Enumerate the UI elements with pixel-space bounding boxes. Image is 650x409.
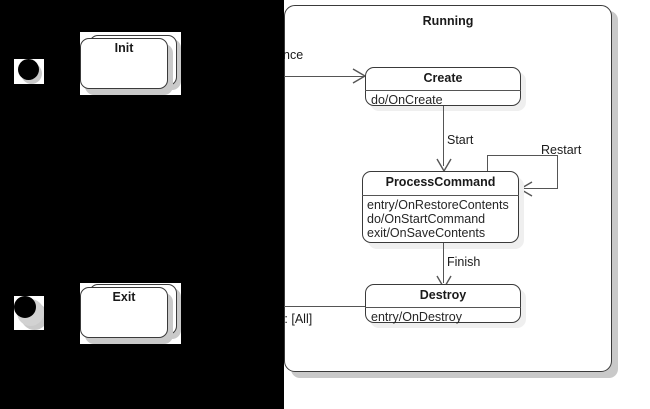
occlusion-mask-marker-bottom	[14, 330, 48, 409]
transition-restart-line-up	[487, 155, 488, 172]
transition-restart-line-in	[524, 188, 558, 189]
process-command-compartment-line-3: exit/OnSaveContents	[367, 226, 486, 240]
transition-finish-line	[443, 243, 444, 283]
occlusion-mask-notch-mid	[255, 86, 284, 300]
running-state-title: Running	[422, 14, 474, 28]
occlusion-mask-notch-top	[248, 32, 284, 46]
transition-restart-label: Restart	[541, 143, 582, 157]
process-command-compartment-line-1: entry/OnRestoreContents	[367, 198, 509, 212]
exit-state-title: Exit	[112, 290, 136, 304]
final-state-marker-core	[14, 296, 36, 318]
destroy-state-box[interactable]	[365, 284, 521, 323]
process-command-state-title: ProcessCommand	[385, 175, 496, 189]
destroy-state-compartment-line: entry/OnDestroy	[371, 310, 463, 324]
destroy-state-separator	[365, 307, 521, 308]
init-state-title: Init	[114, 41, 134, 55]
occlusion-mask-marker-top	[14, 32, 44, 59]
create-state-box[interactable]	[365, 67, 521, 106]
transition-restart-line-top	[487, 155, 558, 156]
create-state-title: Create	[423, 71, 463, 85]
occlusion-mask-left	[0, 32, 14, 409]
create-state-separator	[365, 90, 521, 91]
transition-start-line	[443, 106, 444, 166]
occlusion-mask-middle	[80, 95, 181, 283]
process-command-state-separator	[362, 195, 519, 196]
transition-into-create-label: nce	[283, 48, 304, 62]
transition-into-destroy-line	[255, 306, 365, 307]
occlusion-mask-top	[0, 0, 284, 32]
destroy-state-title: Destroy	[419, 288, 467, 302]
create-state-compartment-line: do/OnCreate	[371, 93, 443, 107]
occlusion-mask-bottom	[48, 344, 284, 409]
transition-start-label: Start	[447, 133, 474, 147]
exit-state-box[interactable]	[80, 287, 168, 338]
transition-into-create-line	[248, 76, 365, 77]
occlusion-mask-marker-mid	[14, 84, 44, 296]
initial-state-marker-core	[18, 59, 39, 80]
init-state-box[interactable]	[80, 38, 168, 89]
transition-restart-line-down	[557, 155, 558, 188]
transition-finish-label: Finish	[447, 255, 481, 269]
process-command-compartment-line-2: do/OnStartCommand	[367, 212, 486, 226]
occlusion-mask-notch-small	[248, 62, 284, 72]
process-command-state-box[interactable]	[362, 171, 519, 243]
